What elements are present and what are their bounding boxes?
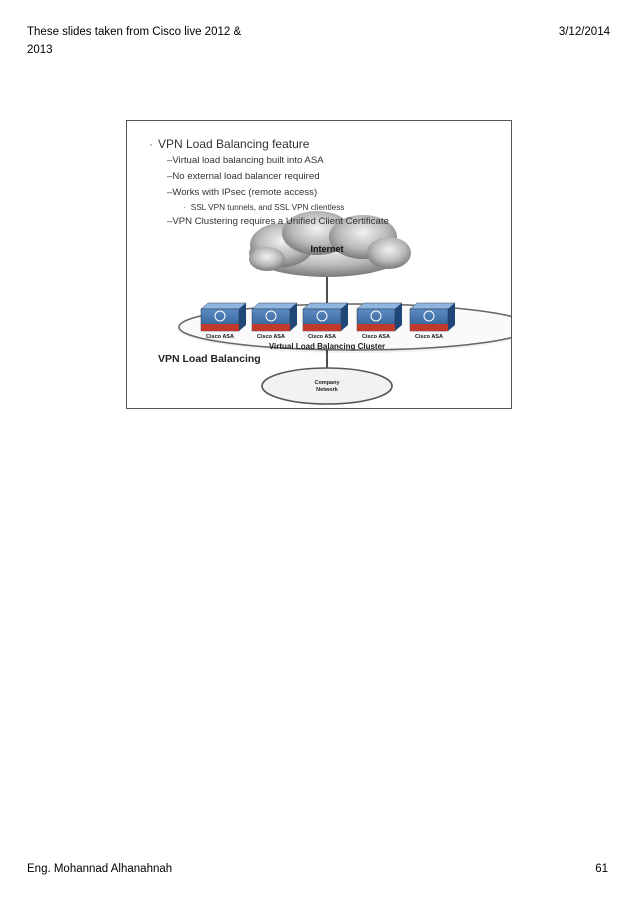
bullet-sub-3a: ·SSL VPN tunnels, and SSL VPN clientless [183, 203, 345, 212]
asa-label: Cisco ASA [362, 334, 390, 340]
asa-label: Cisco ASA [308, 334, 336, 340]
bullet-sub-2: –No external load balancer required [167, 171, 320, 182]
cisco-asa-device: Cisco ASA [200, 302, 247, 340]
internet-label: Internet [310, 244, 343, 254]
cisco-asa-device: Cisco ASA [409, 302, 456, 340]
network-label-line2: Network [316, 387, 339, 393]
asa-devices: Cisco ASA Cisco ASA Cisco ASA Cisco ASA Cisc… [200, 302, 456, 340]
header-title: These slides taken from Cisco live 2012 … [27, 26, 242, 56]
asa-label: Cisco ASA [415, 334, 443, 340]
network-label-line1: Company [314, 380, 340, 386]
asa-label: Cisco ASA [257, 334, 285, 340]
bullet-sub-4: –VPN Clustering requires a Unified Clien… [167, 216, 389, 227]
diagram-caption: VPN Load Balancing [158, 353, 261, 365]
cluster-label: Virtual Load Balancing Cluster [269, 342, 385, 351]
footer-author: Eng. Mohannad Alhanahnah [27, 863, 173, 875]
firewall-magnifier-icon [370, 310, 382, 322]
asa-label: Cisco ASA [206, 334, 234, 340]
firewall-magnifier-icon [423, 310, 435, 322]
cisco-asa-device: Cisco ASA [302, 302, 349, 340]
slide-bullets: ·VPN Load Balancing feature –Virtual loa… [145, 135, 505, 230]
cisco-asa-device: Cisco ASA [251, 302, 298, 340]
firewall-magnifier-icon [214, 310, 226, 322]
cisco-asa-device: Cisco ASA [356, 302, 403, 340]
bullet-main: ·VPN Load Balancing feature [149, 137, 310, 151]
header-date: 3/12/2014 [558, 26, 610, 38]
bullet-sub-1: –Virtual load balancing built into ASA [167, 155, 324, 166]
page-number: 61 [595, 863, 608, 875]
internet-cloud: Internet [249, 211, 411, 277]
firewall-magnifier-icon [265, 310, 277, 322]
company-network: Company Network [261, 367, 393, 405]
firewall-magnifier-icon [316, 310, 328, 322]
bullet-sub-3: –Works with IPsec (remote access) [167, 187, 318, 198]
